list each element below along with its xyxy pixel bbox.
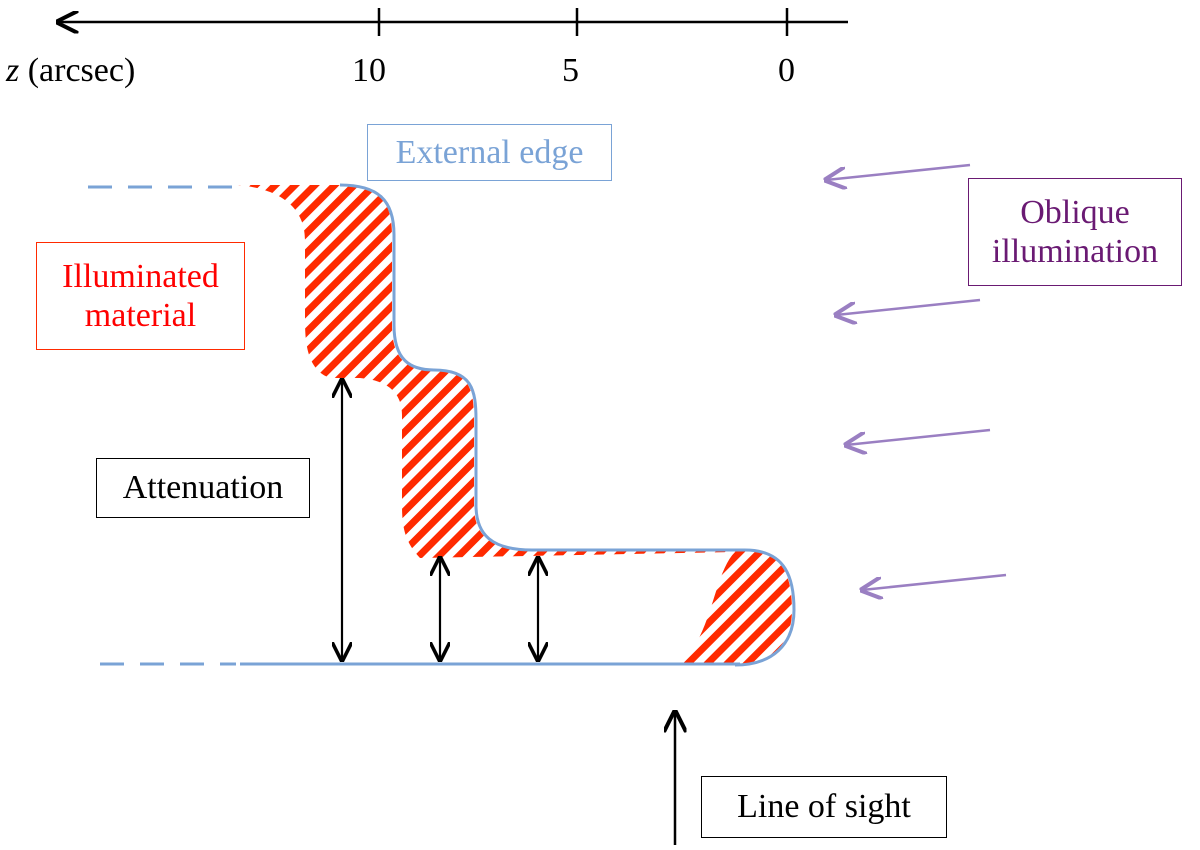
z-axis — [58, 8, 848, 36]
illumination-arrow-3 — [846, 428, 991, 445]
external-edge-contour — [339, 183, 796, 667]
illumination-arrow-1 — [826, 163, 971, 180]
attenuation-label: Attenuation — [96, 458, 310, 518]
illumination-arrow-4 — [862, 573, 1007, 590]
z-axis-unit: (arcsec) — [27, 52, 136, 89]
z-axis-tick-label-5: 5 — [562, 52, 579, 89]
z-axis-tick-label-0: 0 — [778, 52, 795, 89]
z-axis-label: z (arcsec) — [6, 52, 135, 90]
illumination-arrow-2 — [836, 298, 981, 315]
external-edge-label: External edge — [367, 124, 612, 181]
illuminated-material-label: Illuminated material — [36, 242, 245, 350]
z-axis-tick-label-10: 10 — [352, 52, 386, 89]
oblique-illumination-label: Oblique illumination — [968, 178, 1182, 286]
line-of-sight-label: Line of sight — [701, 776, 947, 838]
z-axis-variable: z — [6, 52, 20, 89]
illuminated-material-region — [238, 185, 792, 665]
